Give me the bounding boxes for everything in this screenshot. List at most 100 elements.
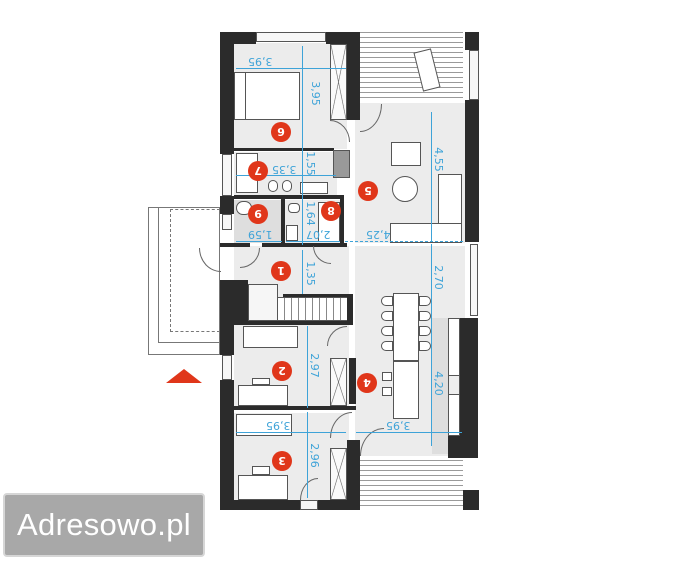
staircase-landing [248,284,278,321]
wall-bottom-left [220,500,300,510]
dim-line-room4-width [356,432,462,433]
dim-room5-width: 4,25 [366,228,391,241]
chair-room2 [252,378,270,385]
dim-room3-width: 3,95 [266,419,291,432]
toilet-room7-a [268,180,278,192]
dim-room6-height: 3,95 [308,81,322,106]
dining-chair [419,326,431,336]
bed-room6-pillows [234,72,246,120]
dim-room7-width: 3,35 [272,163,297,176]
kitchen-island [393,361,419,419]
bed-room3 [236,414,292,436]
room-badge-3: 3 [272,451,292,471]
window-right-dining [470,244,478,316]
room-badge-7: 7 [248,161,268,181]
cooktop [448,375,460,395]
dim-line-room2-height [307,326,308,408]
desk-room2 [238,385,288,406]
floor-kitchen-strip [432,318,450,454]
wall-right-top [465,32,479,50]
entrance-arrow-icon [166,369,202,383]
dining-chair [419,296,431,306]
dim-line-room4-upper [431,244,432,318]
wall-9-1 [220,243,250,247]
wall-room3-right [347,440,360,510]
room-badge-1: 1 [271,261,291,281]
sink-room7 [300,182,328,194]
window-bottom-room3 [300,500,318,510]
dim-room6-width: 3,95 [248,55,273,68]
dim-line-room6-height [302,46,303,156]
wall-left-bottom [220,380,234,510]
wall-left-mid [220,196,234,214]
window-left-room7 [222,154,232,196]
wall-stairs-right [347,294,353,324]
porch-inner-outline [158,207,220,343]
dim-room5-height: 4,55 [431,147,445,172]
wall-7-9 [234,195,344,199]
wall-right-lower [460,318,478,458]
toilet-room8 [288,203,300,213]
room-badge-9: 9 [248,204,268,224]
wall-8-1 [262,243,347,247]
room-badge-4: 4 [357,373,377,393]
armchair [391,142,421,166]
wardrobe-room6 [330,44,347,120]
wall-6-7 [234,148,334,151]
oven [333,150,350,178]
bar-stool [382,387,392,396]
wall-stairs-left [234,280,248,325]
dim-room8-height: 1,64 [303,201,317,226]
dim-room3-height: 2,96 [307,443,321,468]
coffee-table [392,176,418,202]
dim-room4-width: 3,95 [386,419,411,432]
dim-room4-upper-height: 2,70 [431,265,445,290]
window-right-living [469,50,479,100]
wall-room6-right [347,32,360,120]
wall-2-3 [234,406,356,410]
room-badge-6: 6 [271,122,291,142]
dim-line-room6-width [236,68,346,69]
wall-stairs-top [283,294,351,297]
dim-line-room5-height [431,112,432,242]
dim-line-7-8 [302,150,303,245]
dim-line-room5-width [345,241,463,242]
staircase [278,297,347,321]
room-badge-8: 8 [321,201,341,221]
bar-stool [382,372,392,381]
sofa-horizontal [390,223,462,243]
chair-room3 [252,466,270,475]
wall-right-bottom-corner [463,490,479,510]
wall-stairs-bottom [234,321,353,325]
sink-room8 [286,225,298,241]
window-left-room2 [222,355,232,380]
wall-right-upper [465,100,479,242]
room-badge-2: 2 [272,361,292,381]
dining-chair [381,311,393,321]
dining-chair [419,341,431,351]
dim-line-room3-height [307,412,308,498]
window-left-room9 [222,214,232,230]
wardrobe-room2 [330,358,347,406]
wall-9-8 [281,197,285,245]
wall-bottom-right [448,436,478,458]
wall-bottom-mid [318,500,360,510]
watermark-logo: Adresowo.pl [3,493,205,557]
dim-line-room3-width [236,432,346,433]
dining-table [393,293,419,361]
bed-room2 [243,326,298,348]
room-badge-5: 5 [358,181,378,201]
dim-room8-width: 2,07 [306,228,331,241]
dining-chair [381,296,393,306]
dim-line-room7-width [236,175,336,176]
dim-line-room9-width [236,241,282,242]
terrace-bottom [360,458,463,510]
terrace-top [360,32,463,102]
door-room6[interactable] [330,120,350,142]
dim-room4-lower-height: 4,20 [431,371,445,396]
dim-room1-height: 1,35 [303,261,317,286]
wall-left-top [220,32,234,154]
dining-chair [381,341,393,351]
dim-line-room1-height [302,250,303,294]
wall-left-low [220,280,234,355]
